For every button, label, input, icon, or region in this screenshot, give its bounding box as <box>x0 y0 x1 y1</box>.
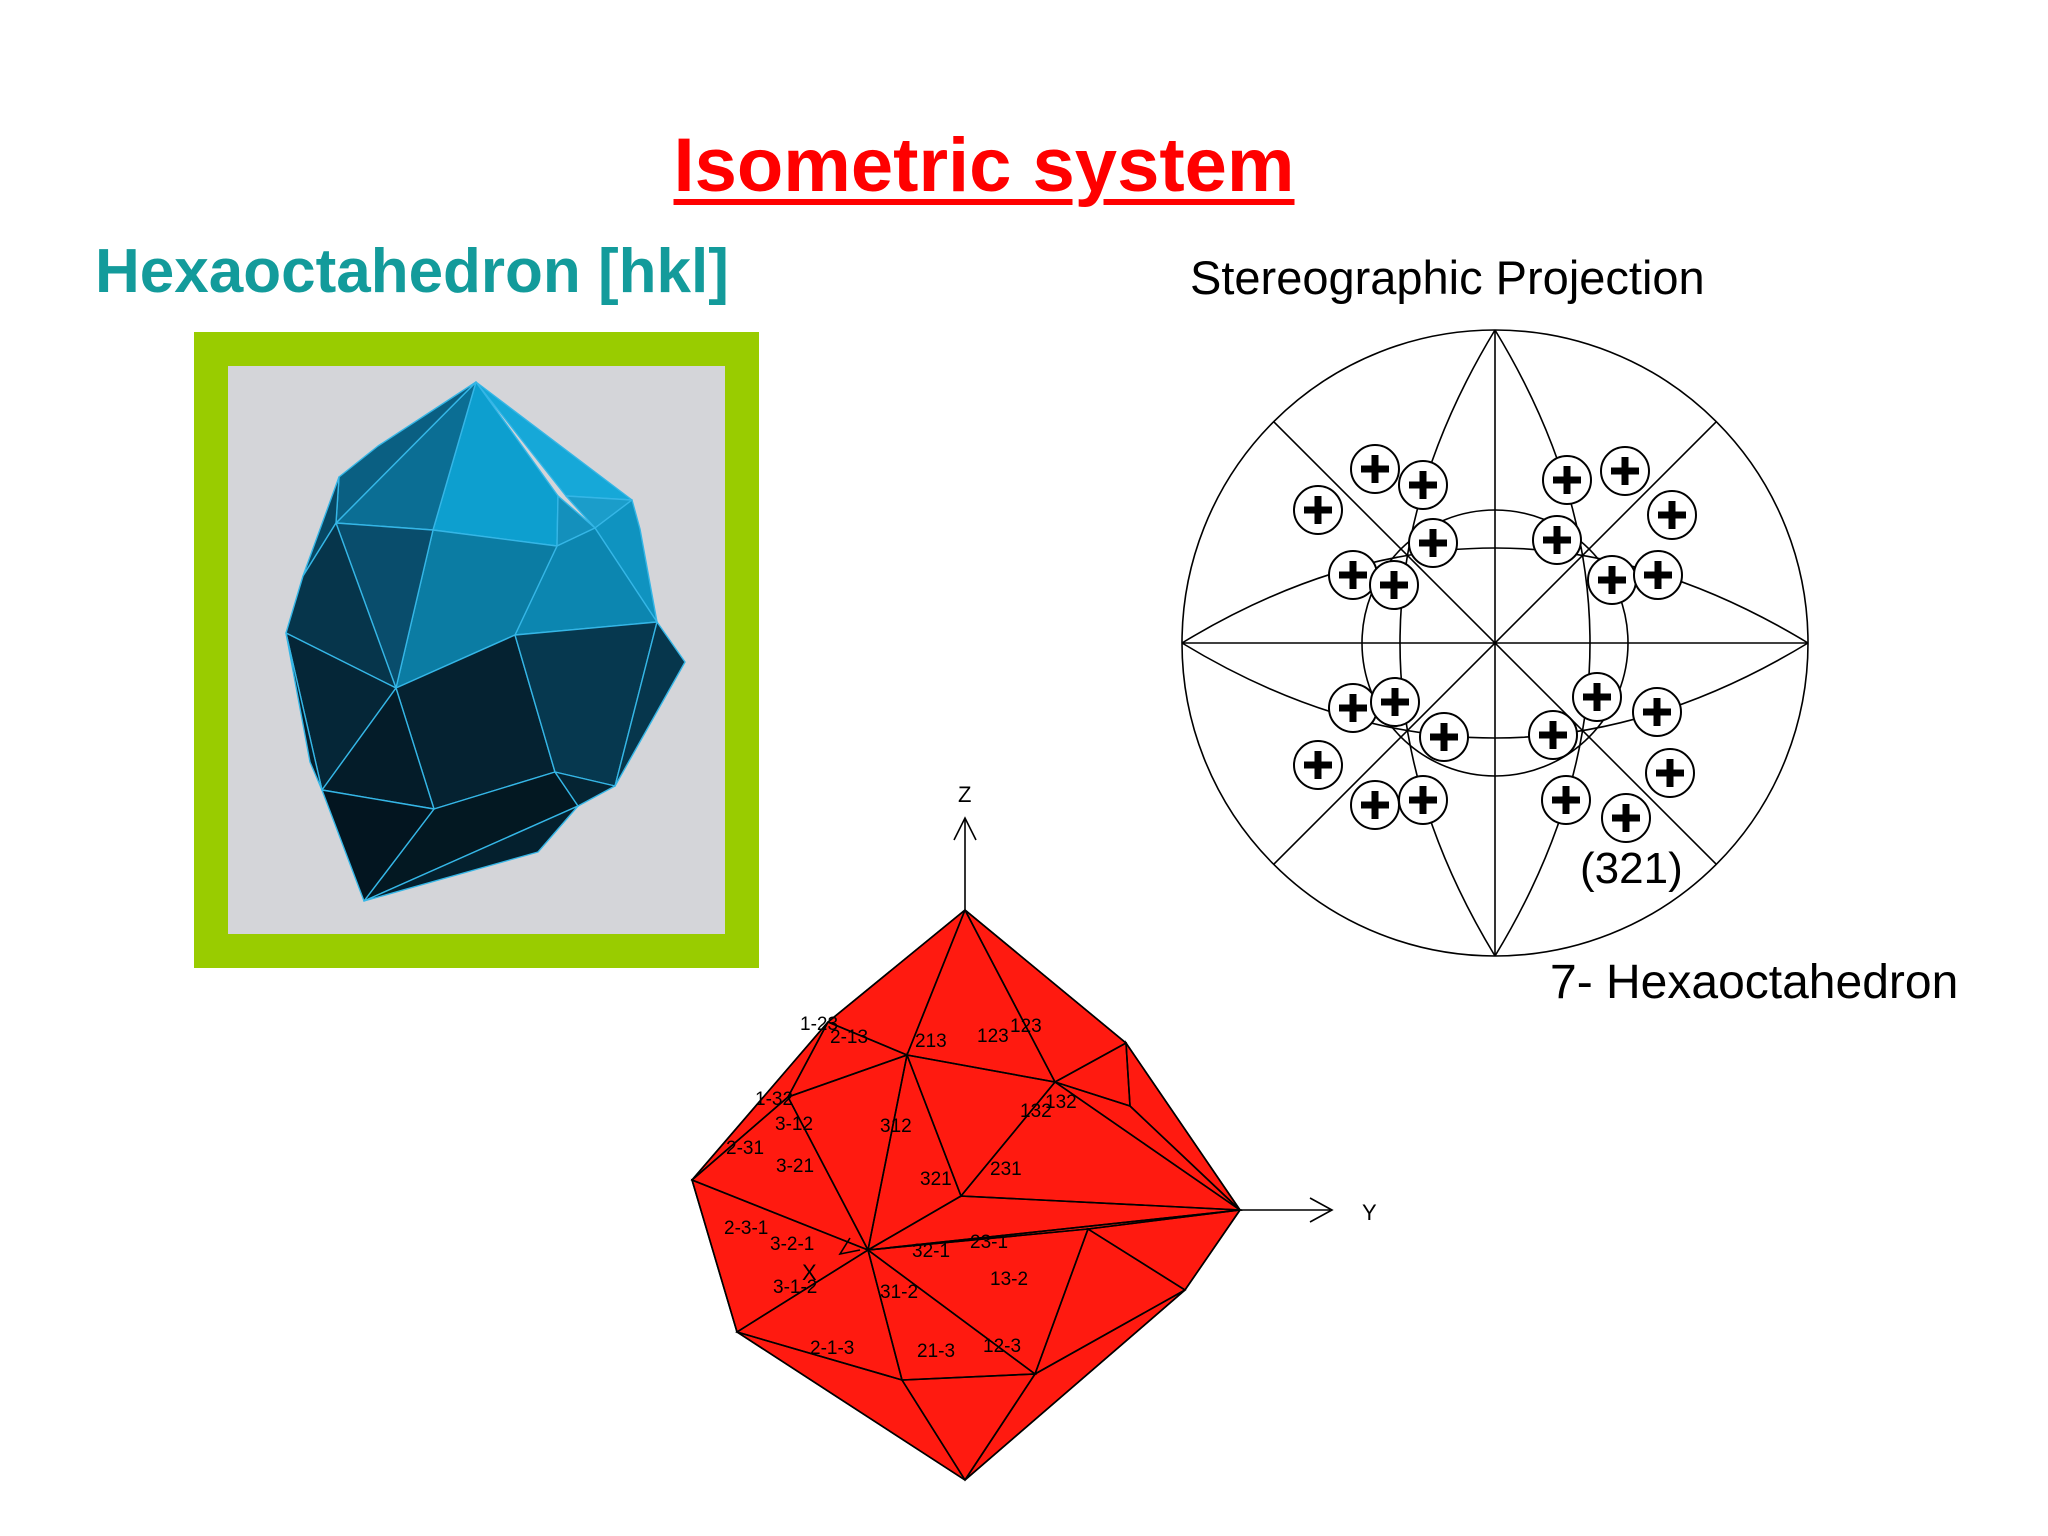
pole-plus-symbol <box>1601 793 1651 843</box>
pole-plus-symbol <box>1587 555 1637 605</box>
pole-plus-symbol <box>1350 780 1400 830</box>
axis-label-x: X <box>802 1260 817 1285</box>
face-label: 312 <box>880 1116 912 1137</box>
face-label: 1-32 <box>755 1089 793 1110</box>
face-label: 32-1 <box>912 1241 950 1262</box>
face-label: 13-2 <box>990 1269 1028 1290</box>
face-label: 31-2 <box>880 1282 918 1303</box>
pole-label-321: (321) <box>1580 844 1683 893</box>
pole-plus-symbol <box>1542 455 1592 505</box>
inner-great-circle <box>1361 509 1629 777</box>
pole-plus-symbol <box>1408 518 1458 568</box>
face-label: 3-2-1 <box>770 1234 814 1255</box>
pole-plus-symbol <box>1528 710 1578 760</box>
great-circle-arc-3 <box>1181 642 1809 739</box>
axes-arrows <box>838 816 1334 1256</box>
face-label: 3-21 <box>776 1156 814 1177</box>
form-label: 7- Hexaoctahedron <box>1550 956 1959 1009</box>
stereographic-projection-diagram: (321) <box>1181 329 1809 957</box>
pole-plus-symbol <box>1419 712 1469 762</box>
face-label: 12-3 <box>983 1336 1021 1357</box>
face-label: 3-1-2 <box>773 1277 817 1298</box>
great-circle-arc-0 <box>1399 329 1496 957</box>
pole-plus-symbol <box>1645 748 1695 798</box>
face-label: 123 <box>1010 1016 1042 1037</box>
face-label: 231 <box>990 1159 1022 1180</box>
pole-plus-symbol <box>1633 550 1683 600</box>
model-face-edge <box>964 1289 1186 1481</box>
pole-plus-symbol <box>1632 687 1682 737</box>
face-label: 321 <box>920 1169 952 1190</box>
pole-plus-symbol <box>1600 446 1650 496</box>
great-circle-arc-2 <box>1181 547 1809 644</box>
face-label: 3-12 <box>775 1114 813 1135</box>
face-label: 132 <box>1020 1101 1052 1122</box>
face-label: 123 <box>977 1026 1009 1047</box>
hexaoctahedron-crystal-image <box>285 381 686 902</box>
face-label: 132 <box>1045 1092 1077 1113</box>
axis-label-z: Z <box>958 782 971 807</box>
slide-subtitle: Hexaoctahedron [hkl] <box>95 237 729 306</box>
mirror-line-3 <box>1273 421 1717 865</box>
face-label: 1-23 <box>800 1014 838 1035</box>
great-circle-arc-1 <box>1494 329 1591 957</box>
pole-plus-symbol <box>1398 460 1448 510</box>
slide-title: Isometric system <box>673 123 1295 208</box>
pole-plus-symbol <box>1541 775 1591 825</box>
pole-plus-symbol <box>1532 515 1582 565</box>
pole-plus-symbol <box>1398 775 1448 825</box>
pole-plus-symbol <box>1328 683 1378 733</box>
projection-label: Stereographic Projection <box>1190 251 1705 304</box>
pole-plus-symbol <box>1572 672 1622 722</box>
face-label: 2-3-1 <box>724 1218 768 1239</box>
axis-label-y: Y <box>1362 1200 1377 1225</box>
face-label: 23-1 <box>970 1232 1008 1253</box>
pole-plus-symbol <box>1370 677 1420 727</box>
pole-plus-symbol <box>1293 740 1343 790</box>
pole-plus-symbol <box>1369 560 1419 610</box>
face-label: 213 <box>915 1031 947 1052</box>
face-label: 2-13 <box>830 1027 868 1048</box>
face-label: 2-1-3 <box>810 1338 854 1359</box>
face-label: 21-3 <box>917 1341 955 1362</box>
model-outline <box>691 908 1241 1481</box>
pole-plus-symbol <box>1328 550 1378 600</box>
face-label: 2-31 <box>726 1138 764 1159</box>
pole-plus-symbol <box>1350 444 1400 494</box>
pole-plus-symbol <box>1647 490 1697 540</box>
model-face-edge <box>1125 1040 1241 1211</box>
pole-plus-symbol <box>1293 485 1343 535</box>
